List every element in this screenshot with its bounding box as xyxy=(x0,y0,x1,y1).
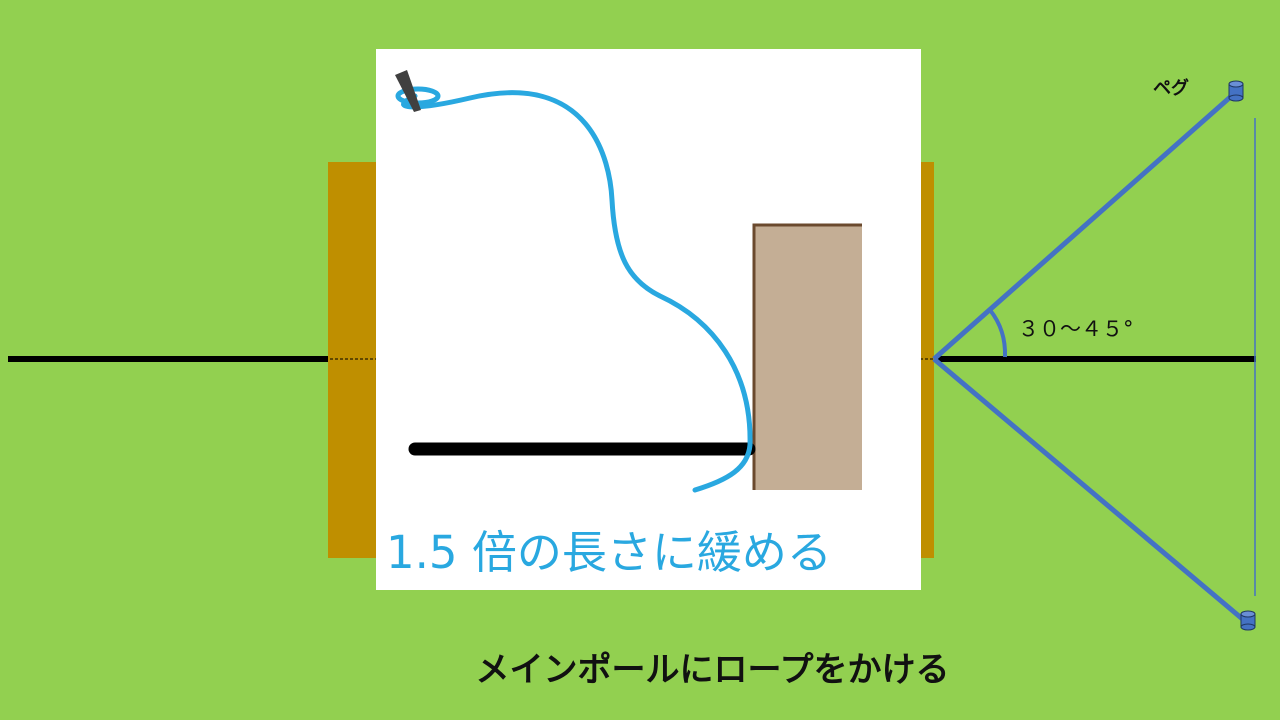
guy-rope-upper xyxy=(932,90,1238,361)
inset-panel: 1.5 倍の長さに緩める xyxy=(376,49,921,590)
stake-icon xyxy=(395,70,421,112)
pole-edge xyxy=(752,223,862,490)
slack-rope xyxy=(401,90,753,493)
page-caption: メインポールにロープをかける xyxy=(475,650,950,690)
peg-label: ペグ xyxy=(1153,77,1189,99)
peg-icon-upper xyxy=(1228,80,1244,102)
guy-rope-lower xyxy=(932,357,1248,624)
peg-icon-lower xyxy=(1240,610,1256,631)
angle-arc xyxy=(988,308,1008,358)
pole-shape xyxy=(753,225,862,490)
inset-text: 1.5 倍の長さに緩める xyxy=(386,526,832,579)
angle-label: ３０～４５° xyxy=(1018,317,1134,341)
